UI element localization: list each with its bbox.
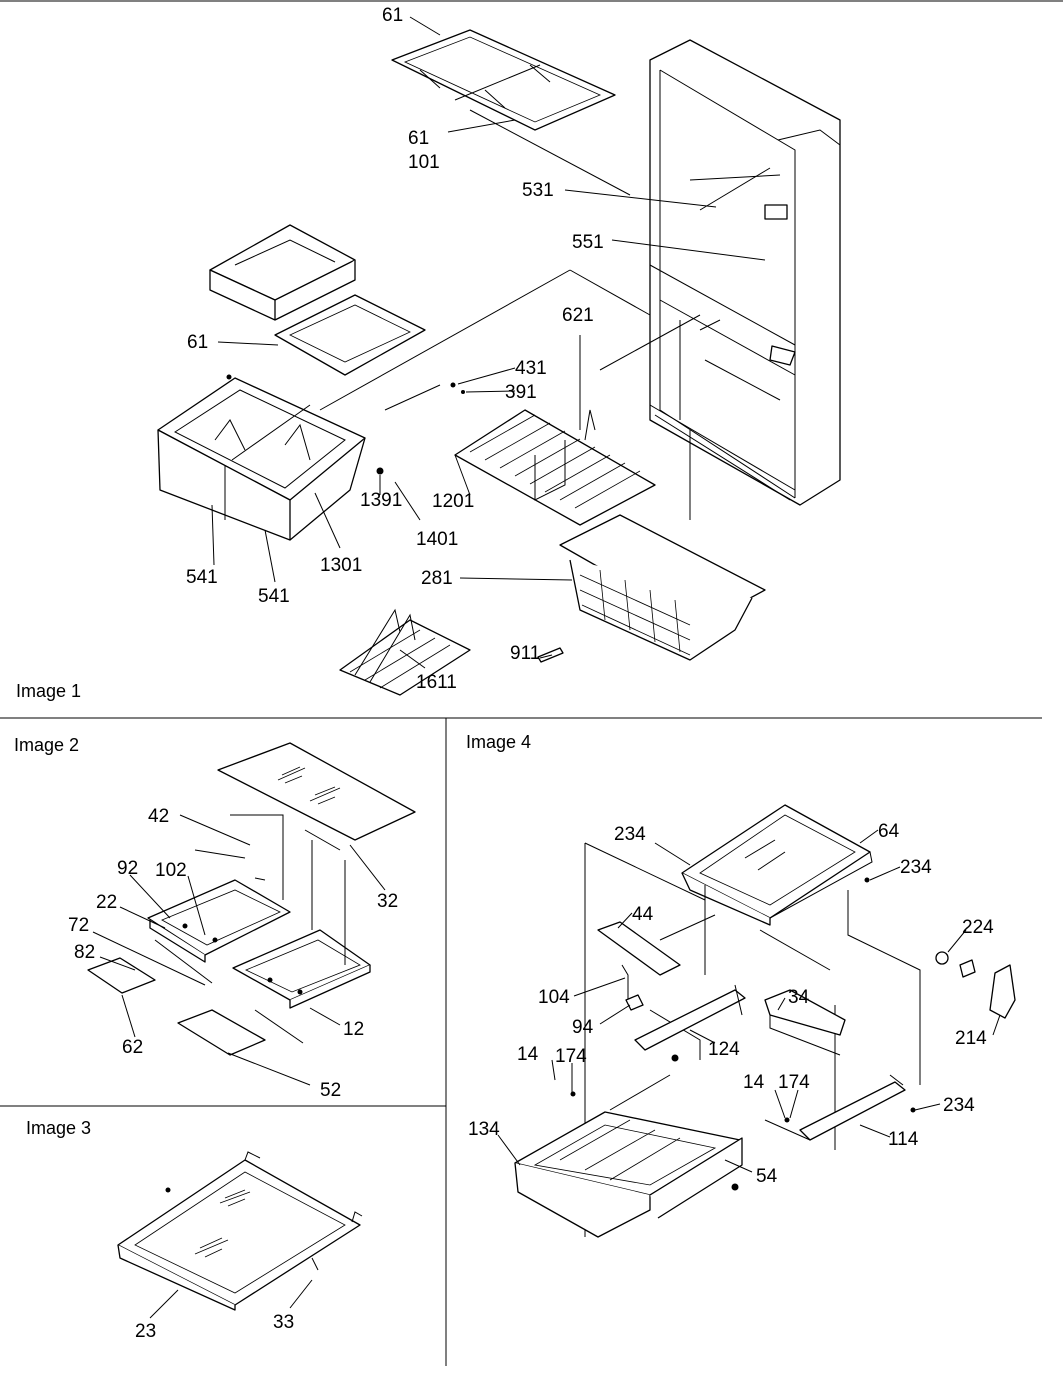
image1-callout-labels: 61 61 101 531 551 61 621 431 391 1201 13… bbox=[186, 5, 604, 693]
callout-104: 104 bbox=[538, 987, 570, 1008]
callout-114: 114 bbox=[888, 1129, 919, 1150]
callout-234-top-right: 234 bbox=[900, 857, 932, 878]
callout-54: 54 bbox=[756, 1166, 778, 1187]
callout-431: 431 bbox=[515, 358, 547, 379]
callout-92: 92 bbox=[117, 858, 138, 879]
callout-102: 102 bbox=[155, 860, 187, 881]
image4-callout-labels: 234 64 234 44 224 104 94 124 34 214 14 1… bbox=[468, 821, 994, 1187]
panel-title-image2: Image 2 bbox=[14, 735, 79, 755]
panel-title-image4: Image 4 bbox=[466, 732, 531, 752]
callout-34: 34 bbox=[788, 987, 810, 1008]
refrigerator-cabinet bbox=[649, 39, 841, 506]
callout-33: 33 bbox=[273, 1312, 294, 1333]
wire-basket bbox=[537, 514, 766, 663]
wire-shelf bbox=[384, 382, 656, 526]
callout-391: 391 bbox=[505, 382, 537, 403]
callout-1391: 1391 bbox=[360, 490, 402, 511]
callout-101: 101 bbox=[408, 152, 440, 173]
image3-callout-labels: 23 33 bbox=[135, 1312, 294, 1342]
image1-leaders bbox=[211, 16, 766, 669]
can-rack bbox=[339, 608, 471, 696]
callout-62: 62 bbox=[122, 1037, 143, 1058]
callout-14-left: 14 bbox=[517, 1044, 539, 1065]
callout-61-shelf: 61 bbox=[408, 128, 429, 149]
callout-22: 22 bbox=[96, 892, 117, 913]
callout-234-bottom: 234 bbox=[943, 1095, 975, 1116]
callout-1201: 1201 bbox=[432, 491, 474, 512]
image1-guide-lines bbox=[319, 109, 701, 520]
callout-531: 531 bbox=[522, 180, 554, 201]
callout-44: 44 bbox=[632, 904, 654, 925]
callout-174-right: 174 bbox=[778, 1072, 810, 1093]
callout-64: 64 bbox=[878, 821, 900, 842]
callout-124: 124 bbox=[708, 1039, 740, 1060]
callout-541-right: 541 bbox=[258, 586, 290, 607]
callout-551: 551 bbox=[572, 232, 604, 253]
callout-32: 32 bbox=[377, 891, 398, 912]
callout-1611: 1611 bbox=[416, 672, 457, 693]
callout-214: 214 bbox=[955, 1028, 987, 1049]
crisper-cover-assembly bbox=[209, 224, 426, 376]
callout-911: 911 bbox=[510, 643, 540, 664]
callout-12: 12 bbox=[343, 1019, 364, 1040]
callout-82: 82 bbox=[74, 942, 95, 963]
callout-94: 94 bbox=[572, 1017, 594, 1038]
callout-1301: 1301 bbox=[320, 555, 362, 576]
callout-134: 134 bbox=[468, 1119, 500, 1140]
image4-illustration: 234 64 234 44 224 104 94 124 34 214 14 1… bbox=[466, 732, 1016, 1238]
image3-illustration: 23 33 Image 3 bbox=[26, 1118, 363, 1342]
callout-174-left: 174 bbox=[555, 1046, 587, 1067]
callout-541-left: 541 bbox=[186, 567, 218, 588]
panel-title-image3: Image 3 bbox=[26, 1118, 91, 1138]
top-glass-shelf bbox=[391, 29, 616, 131]
callout-42: 42 bbox=[148, 806, 169, 827]
callout-1401: 1401 bbox=[416, 529, 458, 550]
callout-61-crisper-cover: 61 bbox=[187, 332, 208, 353]
callout-281: 281 bbox=[421, 568, 453, 589]
image1-illustration: 61 61 101 531 551 61 621 431 391 1201 13… bbox=[16, 5, 841, 701]
callout-234-top-left: 234 bbox=[614, 824, 646, 845]
callout-52: 52 bbox=[320, 1080, 341, 1101]
callout-72: 72 bbox=[68, 915, 89, 936]
image2-callout-labels: 42 92 102 22 72 82 62 12 32 52 bbox=[68, 806, 398, 1101]
crisper-pans bbox=[157, 374, 384, 541]
callout-621: 621 bbox=[562, 305, 594, 326]
callout-14-right: 14 bbox=[743, 1072, 765, 1093]
image2-illustration: 42 92 102 22 72 82 62 12 32 52 Image 2 bbox=[14, 735, 416, 1101]
panel-title-image1: Image 1 bbox=[16, 681, 81, 701]
callout-23: 23 bbox=[135, 1321, 156, 1342]
callout-61-top: 61 bbox=[382, 5, 403, 26]
callout-224: 224 bbox=[962, 917, 994, 938]
